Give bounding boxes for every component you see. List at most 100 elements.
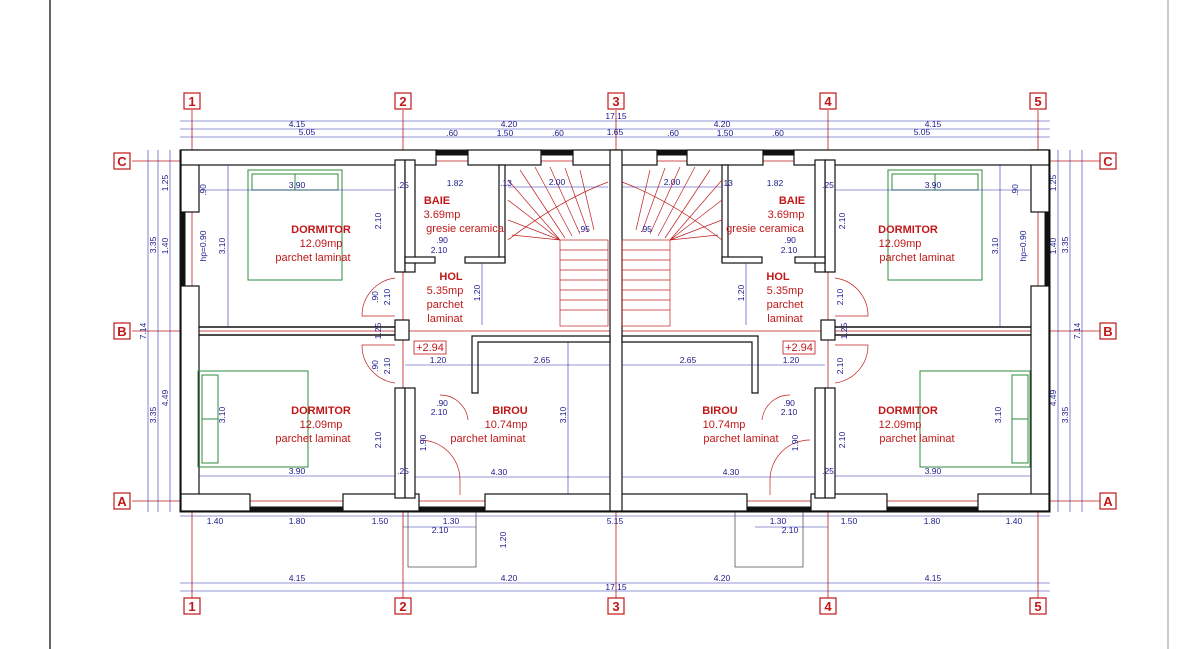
dim-bottom-180-right: 1.80: [924, 516, 941, 526]
dim-room-w-4: 3.90: [925, 466, 942, 476]
room-floor-hol-right: parchet: [767, 299, 804, 311]
dim-bottom-180-left: 1.80: [289, 516, 306, 526]
dim-90-baie-a: .90: [436, 235, 448, 245]
dim-90-a: .90: [198, 184, 208, 196]
axis-label-col-3-top: 3: [612, 94, 619, 109]
dim-13-b: .13: [721, 178, 733, 188]
top-dimensions: 17.15 4.15 4.20 4.20 4.15 5.05 5.05 .60 …: [180, 111, 1050, 138]
dim-top-60-a: .60: [446, 128, 458, 138]
dim-top-3: 4.20: [714, 119, 731, 129]
axis-label-col-3-bottom: 3: [612, 599, 619, 614]
dim-bottom-415-right: 4.15: [925, 573, 942, 583]
dim-90-birou-a: .90: [436, 398, 448, 408]
dim-hp-right: hp=0.90: [1018, 230, 1028, 261]
dim-95-a: .95: [578, 224, 590, 234]
axis-label-row-c-left: C: [117, 154, 127, 169]
dim-190-a: 1.90: [418, 434, 428, 451]
left-dimensions: 7.14 3.35 3.35 1.25 1.40 4.49: [138, 150, 171, 512]
dim-90-b: .90: [1010, 184, 1020, 196]
dim-right-335-bottom: 3.35: [1060, 406, 1070, 423]
dim-top-60-b: .60: [552, 128, 564, 138]
axis-label-row-b-left: B: [117, 324, 126, 339]
dim-top-505-left: 5.05: [299, 127, 316, 137]
dim-120-birou-b: 1.20: [783, 355, 800, 365]
room-floor-dormitor-tr: parchet laminat: [879, 252, 954, 264]
room-floor-dormitor-br: parchet laminat: [879, 433, 954, 445]
axis-label-row-b-right: B: [1103, 324, 1112, 339]
room-area-dormitor-tl: 12.09mp: [300, 238, 343, 250]
dim-top-4: 4.15: [925, 119, 942, 129]
dim-right-140: 1.40: [1048, 237, 1058, 254]
dim-right-714: 7.14: [1072, 322, 1082, 339]
room-area-birou-left: 10.74mp: [485, 419, 528, 431]
dim-top-1: 4.15: [289, 119, 306, 129]
level-marks: +2.94 +2.94: [413, 340, 816, 355]
walls: [179, 149, 1051, 513]
axis-label-col-5-top: 5: [1034, 94, 1041, 109]
axis-markers: 1 2 3 4 5 1 2 3 4 5 C B A C B A: [113, 92, 1117, 615]
dim-right-335-top: 3.35: [1060, 236, 1070, 253]
room-name-dormitor-tr: DORMITOR: [878, 224, 938, 236]
staircase-right: [621, 166, 723, 327]
dim-13-a: .13: [500, 178, 512, 188]
dim-hp-left: hp=0.90: [198, 230, 208, 261]
dim-bottom-150-right: 1.50: [841, 516, 858, 526]
dim-90-hol-b: .90: [370, 360, 380, 372]
dim-90-baie-b: .90: [784, 235, 796, 245]
dim-125-mid-a: 1.25: [373, 322, 383, 339]
dim-210-hol-b: 2.10: [382, 357, 392, 374]
room-floor2-hol-left: laminat: [427, 313, 462, 325]
room-name-baie-right: BAIE: [779, 195, 805, 207]
room-area-baie-right: 3.69mp: [768, 209, 805, 221]
dim-120-hol-b: 1.20: [736, 284, 746, 301]
dim-210-hol-a: 2.10: [382, 288, 392, 305]
room-name-dormitor-tl: DORMITOR: [291, 224, 351, 236]
room-labels: DORMITOR 12.09mp parchet laminat DORMITO…: [275, 195, 954, 445]
axis-label-col-1-bottom: 1: [188, 599, 195, 614]
dim-left-140: 1.40: [160, 237, 170, 254]
room-name-dormitor-br: DORMITOR: [878, 405, 938, 417]
dim-left-714: 7.14: [138, 322, 148, 339]
dim-210-hol-d: 2.10: [835, 357, 845, 374]
room-name-hol-right: HOL: [766, 271, 790, 283]
dim-210-baie-b: 2.10: [781, 245, 798, 255]
dim-bottom-415-left: 4.15: [289, 573, 306, 583]
dim-25-b: .25: [822, 180, 834, 190]
dim-430-b: 4.30: [723, 467, 740, 477]
dim-bottom-150-left: 1.50: [372, 516, 389, 526]
dim-210-birou-b: 2.10: [781, 407, 798, 417]
dim-left-449: 4.49: [160, 389, 170, 406]
room-name-birou-left: BIROU: [492, 405, 528, 417]
interior-dimensions: 3.90 3.90 3.90 3.90 3.10 3.10 3.10 3.10 …: [198, 165, 1031, 494]
dim-25-a: .25: [397, 180, 409, 190]
bottom-dimensions: 1.40 1.80 1.50 1.30 5.15 1.30 1.50 1.80 …: [180, 511, 1050, 592]
dim-room-w-1: 3.90: [289, 180, 306, 190]
axis-label-col-1-top: 1: [188, 94, 195, 109]
axis-label-row-a-right: A: [1103, 494, 1113, 509]
dim-90-birou-b: .90: [783, 398, 795, 408]
dim-200-b: 2.00: [664, 177, 681, 187]
dim-265-b: 2.65: [680, 355, 697, 365]
dim-top-505-right: 5.05: [914, 127, 931, 137]
dim-430-a: 4.30: [491, 467, 508, 477]
room-floor-baie-right: gresie ceramica: [726, 223, 805, 235]
dim-top-150-b: 1.50: [717, 128, 734, 138]
dim-182-b: 1.82: [767, 178, 784, 188]
dim-total-bottom: 17.15: [605, 582, 627, 592]
axis-label-col-4-bottom: 4: [824, 599, 832, 614]
dim-bottom-140-left: 1.40: [207, 516, 224, 526]
dim-bottom-210-left: 2.10: [432, 525, 449, 535]
dim-room-h-4: 3.10: [993, 406, 1003, 423]
room-name-hol-left: HOL: [439, 271, 463, 283]
dim-bottom-515: 5.15: [607, 516, 624, 526]
dim-bottom-120: 1.20: [498, 531, 508, 548]
dim-top-165: 1.65: [607, 127, 624, 137]
doors: [361, 277, 869, 495]
dim-room-h-3: 3.10: [217, 406, 227, 423]
axis-label-col-2-bottom: 2: [399, 599, 406, 614]
dim-210-birou-a: 2.10: [431, 407, 448, 417]
dim-room-h-2: 3.10: [990, 237, 1000, 254]
dim-right-125: 1.25: [1048, 174, 1058, 191]
room-floor-dormitor-bl: parchet laminat: [275, 433, 350, 445]
dim-90-hol-a: .90: [370, 291, 380, 303]
